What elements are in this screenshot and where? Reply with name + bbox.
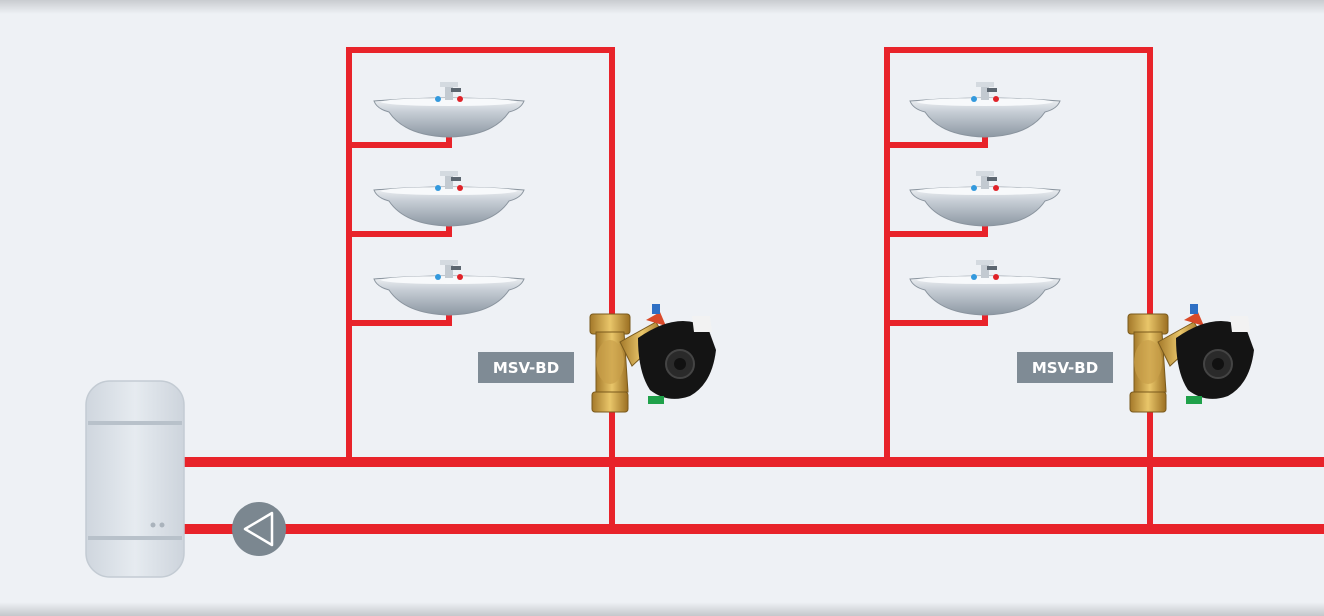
washbasin-icon <box>373 259 525 316</box>
washbasin-icon <box>373 170 525 227</box>
washbasin-icon <box>909 81 1061 138</box>
riser-loop-1 <box>346 47 615 532</box>
bottom-band <box>0 602 1324 616</box>
water-heater-icon <box>85 380 185 578</box>
valve-label-2: MSV-BD <box>1017 352 1113 383</box>
pump-icon <box>232 502 286 556</box>
washbasin-icon <box>909 259 1061 316</box>
washbasin-icon <box>373 81 525 138</box>
washbasin-icon <box>909 170 1061 227</box>
balancing-valve-icon <box>589 303 717 413</box>
pipe-network <box>177 47 1324 534</box>
balancing-valve-icon <box>1127 303 1255 413</box>
valve-label-1: MSV-BD <box>478 352 574 383</box>
riser-loop-2 <box>884 47 1153 532</box>
top-band <box>0 0 1324 14</box>
